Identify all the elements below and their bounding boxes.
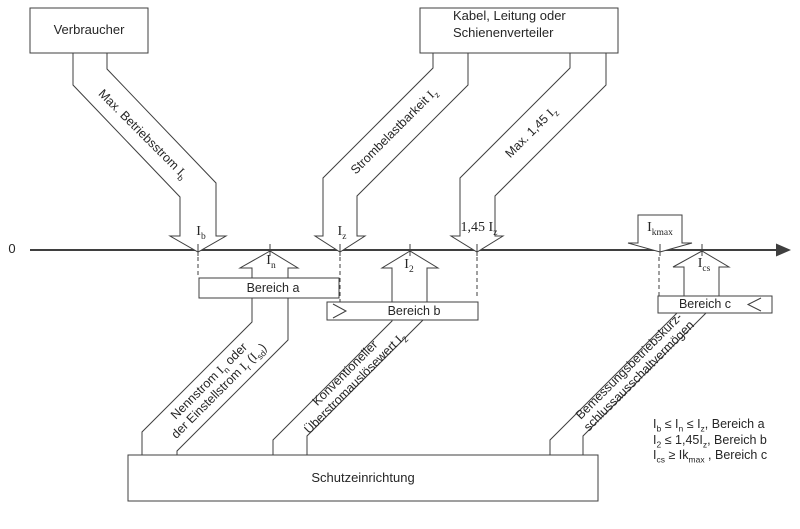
subscript: n — [270, 260, 276, 271]
text-segment: I — [488, 220, 494, 235]
axis-origin-label: 0 — [8, 242, 15, 256]
text-segment: 1,45 — [460, 220, 489, 235]
text-segment: Bereich c — [678, 297, 732, 311]
text-segment: ≤ 1,45 — [661, 432, 700, 447]
text-segment: 0 — [8, 241, 16, 256]
bereich-c-band — [657, 295, 773, 314]
text-segment: ≥ Ik — [664, 448, 689, 462]
subscript: max — [688, 454, 705, 465]
iz-label: Iz — [337, 224, 347, 242]
text-segment: I — [653, 417, 657, 431]
bereich-c-label: Bereich c — [679, 297, 731, 311]
text-segment: I — [653, 448, 657, 462]
text-segment: I — [196, 224, 201, 239]
subscript: 2 — [408, 264, 414, 275]
text-segment: I — [653, 432, 657, 447]
formula-legend: Ib ≤ In ≤ Iz, Bereich a I2 ≤ 1,45Iz, Ber… — [653, 417, 767, 464]
banner-betriebsstrom-arrow — [72, 53, 228, 253]
formula-line-b: I2 ≤ 1,45Iz, Bereich b — [653, 433, 767, 449]
dashed-droplines — [197, 257, 660, 302]
kabel-box — [419, 7, 619, 54]
i2-label: I2 — [404, 257, 414, 275]
ib-label: Ib — [196, 224, 206, 242]
ics-label: Ics — [697, 256, 711, 274]
formula-line-c: Ics ≥ Ikmax , Bereich c — [653, 448, 767, 464]
schutzeinrichtung-label: Schutzeinrichtung — [128, 455, 598, 501]
subscript: 2 — [656, 439, 662, 449]
ikmax-arrow — [627, 214, 693, 253]
subscript: kmax — [651, 227, 673, 238]
bereich-b-band — [326, 301, 479, 321]
subscript: cs — [656, 454, 665, 465]
formula-line-a: Ib ≤ In ≤ Iz, Bereich a — [653, 417, 767, 433]
text-segment: , Bereich b — [707, 432, 767, 447]
text-segment: ≤ — [683, 417, 698, 431]
subscript: z — [342, 231, 347, 242]
subscript: b — [656, 423, 662, 434]
text-segment: I — [699, 432, 703, 447]
text-segment: , Bereich c — [704, 448, 768, 462]
ikmax-label: Ikmax — [647, 220, 673, 238]
text-segment: I — [337, 224, 343, 239]
axis-ticks — [197, 244, 703, 256]
schutzeinrichtung-box — [127, 454, 599, 502]
text-segment: Bereich b — [387, 304, 441, 318]
text-segment: ≤ — [661, 417, 676, 431]
verbraucher-label: Verbraucher — [30, 8, 148, 53]
axis-arrowhead-icon — [776, 243, 791, 257]
text-segment: Verbraucher — [53, 22, 125, 38]
subscript: z — [493, 227, 498, 238]
subscript: b — [200, 231, 206, 242]
bereich-c-chevron-icon — [746, 297, 762, 312]
in-label: In — [266, 253, 276, 271]
subscript: z — [702, 439, 708, 449]
bereich-b-chevron-icon — [332, 303, 348, 319]
subscript: n — [678, 423, 684, 434]
i145-label: 1,45 Iz — [460, 220, 498, 238]
text-segment: Kabel, Leitung oder — [453, 8, 566, 23]
text-segment: I — [404, 257, 409, 272]
subscript: z — [700, 423, 705, 434]
text-segment: , Bereich a — [704, 417, 765, 431]
bereich-a-band — [198, 277, 340, 299]
text-segment: I — [697, 417, 701, 431]
banner-strombelastbarkeit-arrow — [313, 53, 469, 253]
text-segment: Schienenverteiler — [453, 24, 554, 40]
text-segment: Bereich a — [246, 281, 300, 295]
bereich-a-label: Bereich a — [247, 281, 300, 295]
text-segment: I — [266, 253, 271, 268]
subscript: cs — [702, 263, 711, 274]
text-segment: I — [675, 417, 679, 431]
bereich-b-label: Bereich b — [388, 304, 441, 318]
text-segment: Schutzeinrichtung — [311, 469, 415, 485]
text-segment: I — [647, 220, 652, 235]
kabel-label: Kabel, Leitung oder Schienenverteiler — [420, 8, 618, 53]
verbraucher-box — [29, 7, 149, 54]
text-segment: I — [697, 256, 703, 271]
